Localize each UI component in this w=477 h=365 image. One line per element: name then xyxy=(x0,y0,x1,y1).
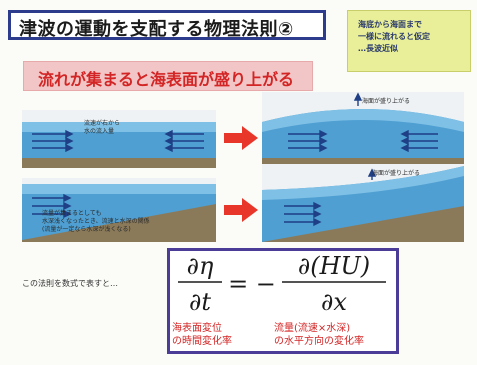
diagram-shoaling xyxy=(22,178,216,242)
diagram-flat-converging xyxy=(22,110,216,168)
assumption-note: 海底から海面まで 一様に流れると仮定 …長波近似 xyxy=(347,10,471,72)
panel3-annotation: 流量が集まるとしても 水深浅くなったとき、流速と水深の関係 (流量が一定なら水深… xyxy=(42,210,150,233)
rhs-denominator: ∂x xyxy=(321,288,347,316)
diagram-raised-surface xyxy=(262,92,464,168)
slide-title: 津波の運動を支配する物理法則② xyxy=(19,19,294,40)
red-arrow-icon xyxy=(224,198,258,222)
rhs-numerator: ∂(HU) xyxy=(298,252,370,280)
formula-box xyxy=(167,248,399,354)
panel2-annotation: 海面が盛り上がる xyxy=(362,98,411,105)
slide-subtitle: 流れが集まると海表面が盛り上がる xyxy=(38,70,295,89)
red-arrow-icon xyxy=(224,126,258,150)
equals-minus: = − xyxy=(228,270,276,298)
diagram-shoaling-raised xyxy=(262,164,464,242)
continuity-equation: ∂η ∂t = − ∂(HU) ∂x xyxy=(178,252,386,316)
assumption-note-text: 海底から海面まで 一様に流れると仮定 …長波近似 xyxy=(358,20,430,53)
caption-surface-change: 海表面変位 の時間変化率 xyxy=(172,323,232,347)
panel1-annotation: 流速が右から 水の流入量 xyxy=(84,120,121,135)
caption-flux-change: 流量(流速×水深) の水平方向の変化率 xyxy=(274,323,364,347)
title-box: 津波の運動を支配する物理法則② xyxy=(8,10,326,40)
lhs-numerator: ∂η xyxy=(187,252,214,280)
panel4-annotation: 海面が盛り上がる xyxy=(372,170,421,177)
subtitle-box: 流れが集まると海表面が盛り上がる xyxy=(23,61,313,91)
lhs-denominator: ∂t xyxy=(189,288,211,316)
equation-intro: この法則を数式で表すと… xyxy=(22,279,118,288)
